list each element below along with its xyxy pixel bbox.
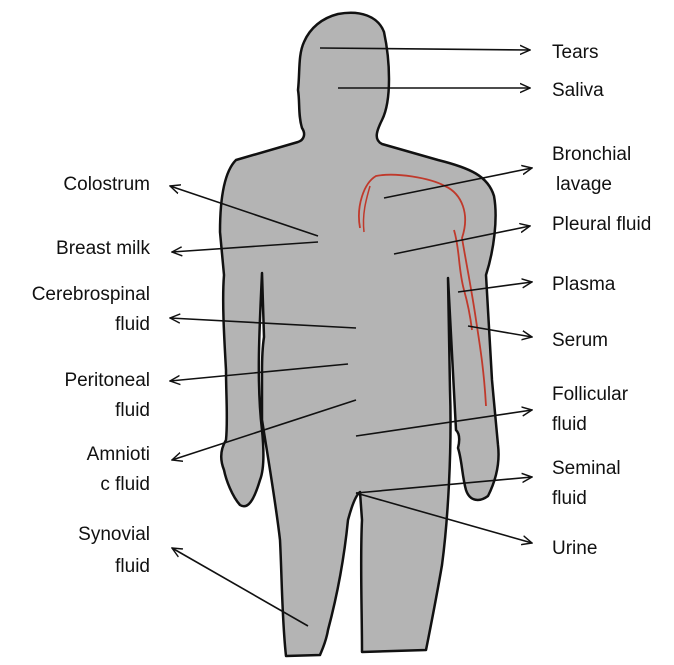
label-urine: Urine [552,538,597,559]
label-peritoneal-line2: fluid [115,400,150,421]
label-saliva: Saliva [552,80,604,101]
label-seminal-line1: Seminal [552,458,621,479]
label-peritoneal-line1: Peritoneal [64,370,150,391]
label-tears: Tears [552,42,598,63]
human-silhouette [220,13,499,656]
label-serum: Serum [552,330,608,351]
label-follicular-line1: Follicular [552,384,629,405]
label-pleural: Pleural fluid [552,214,651,235]
label-csf-line1: Cerebrospinal [32,284,150,305]
label-synovial-line1: Synovial [78,524,150,545]
label-plasma: Plasma [552,274,616,295]
label-synovial-line2: fluid [115,556,150,577]
label-amniotic-line2: c fluid [100,474,150,495]
label-breast-milk: Breast milk [56,238,150,259]
label-bronchial-line2: lavage [556,174,612,195]
label-amniotic-line1: Amnioti [87,444,150,465]
label-csf-line2: fluid [115,314,150,335]
label-colostrum: Colostrum [63,174,150,195]
label-seminal-line2: fluid [552,488,587,509]
label-bronchial-line1: Bronchial [552,144,631,165]
label-follicular-line2: fluid [552,414,587,435]
